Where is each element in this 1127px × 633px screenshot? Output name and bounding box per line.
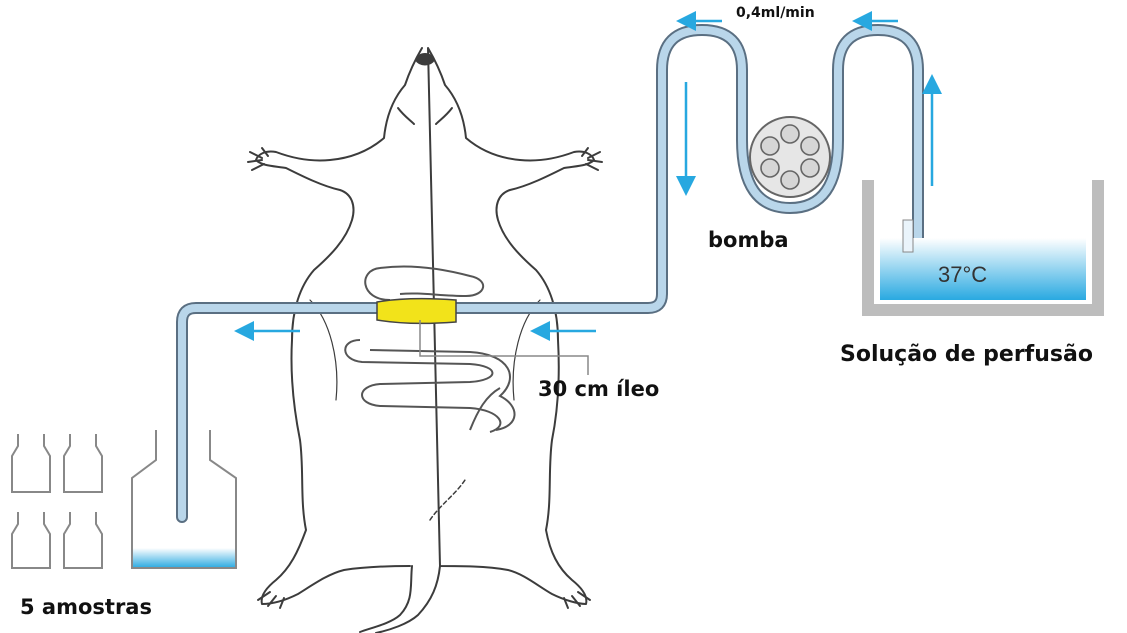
ileum-length-marker: [420, 320, 588, 375]
bottle-icon: [64, 512, 102, 568]
ileum-label: 30 cm íleo: [538, 377, 659, 401]
bottle-icon: [64, 434, 102, 492]
rat-tail: [360, 566, 412, 632]
rat-right-paw: [582, 148, 602, 170]
peristaltic-pump-icon: [750, 117, 830, 197]
rat-body-outline: [256, 48, 594, 604]
rat-left-paw: [248, 148, 268, 170]
temperature-label: 37°C: [938, 262, 987, 288]
tube-path: [182, 30, 918, 517]
samples-label: 5 amostras: [20, 595, 152, 619]
solution-label: Solução de perfusão: [840, 342, 1093, 367]
bottle-icon: [12, 434, 50, 492]
rat-snout: [416, 54, 434, 65]
perfusion-tubing: [182, 30, 918, 517]
flow-rate-label: 0,4ml/min: [736, 5, 815, 21]
pump-label: bomba: [708, 228, 789, 252]
perfusion-reservoir: [868, 180, 1098, 310]
bottle-icon: [12, 512, 50, 568]
rat-illustration: [248, 48, 602, 633]
intestine: [345, 266, 514, 432]
sample-bottles: [12, 434, 102, 568]
ileum-segment: [377, 299, 456, 324]
